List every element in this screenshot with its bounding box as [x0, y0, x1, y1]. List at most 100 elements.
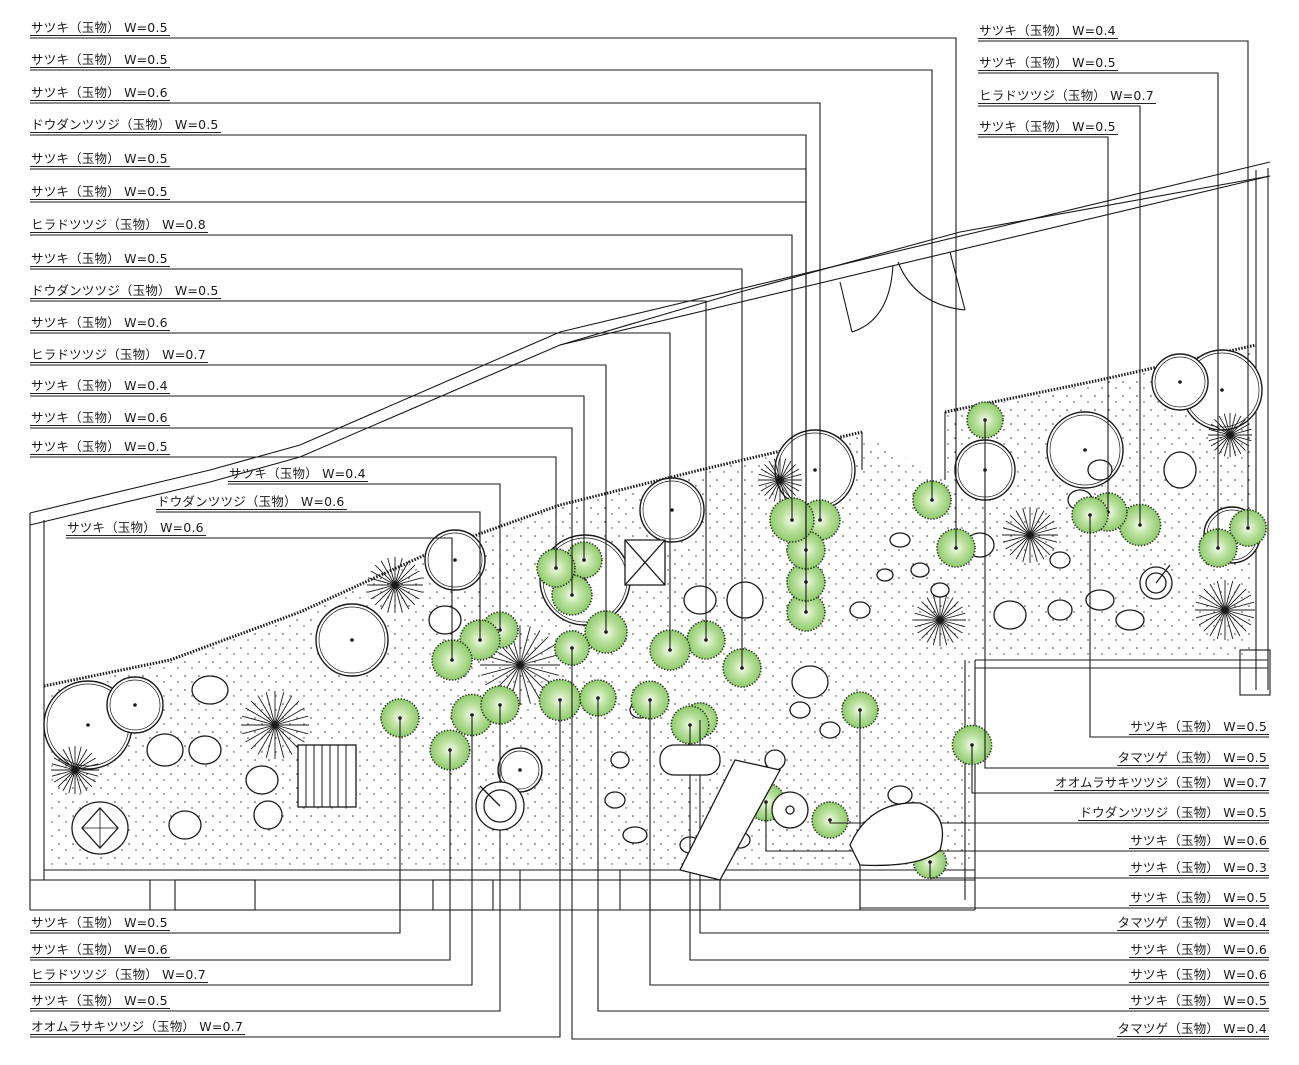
leader-line	[228, 483, 501, 630]
stone-symbol	[876, 568, 894, 582]
leader-line	[30, 234, 793, 520]
leader-line	[978, 40, 1249, 528]
plant-label: サツキ（玉物） W=0.5	[30, 52, 170, 68]
conifer-symbol	[758, 458, 802, 502]
millstone	[771, 791, 809, 829]
plant-label: ヒラドツツジ（玉物） W=0.7	[30, 347, 208, 363]
conifer-symbol	[241, 691, 309, 759]
leader-line	[30, 715, 473, 986]
conifer-symbol	[51, 746, 99, 794]
plant-label: サツキ（玉物） W=0.5	[1129, 890, 1269, 906]
plant-label: サツキ（玉物） W=0.5	[30, 993, 170, 1009]
plant-label: サツキ（玉物） W=0.6	[30, 85, 170, 101]
leader-line	[30, 750, 451, 961]
garden-features	[71, 539, 1173, 881]
leader-line	[30, 69, 933, 500]
tree-symbol	[1151, 353, 1209, 411]
tree-symbol	[106, 676, 164, 734]
tree-symbol	[497, 747, 543, 793]
fence-line-upper	[559, 175, 1271, 346]
leader-line	[156, 511, 481, 640]
gate-swing-right	[897, 261, 966, 311]
stone-symbol	[1115, 609, 1145, 631]
tsukubai-box	[624, 539, 666, 586]
leader-line	[571, 648, 1269, 1040]
leader-line	[971, 745, 1269, 794]
plant-label: サツキ（玉物） W=0.6	[30, 315, 170, 331]
stone-symbol	[683, 585, 717, 615]
conifer-symbol	[1208, 413, 1252, 457]
plant-label: ドウダンツツジ（玉物） W=0.6	[156, 494, 347, 510]
plant-label: ヒラドツツジ（玉物） W=0.7	[30, 967, 208, 983]
stone-symbol	[428, 605, 462, 635]
tree-symbol	[424, 529, 486, 591]
plant-label: ドウダンツツジ（玉物） W=0.5	[30, 117, 221, 133]
plant-label: サツキ（玉物） W=0.5	[30, 915, 170, 931]
plant-label: ヒラドツツジ（玉物） W=0.8	[30, 217, 208, 233]
plant-label: サツキ（玉物） W=0.5	[30, 151, 170, 167]
plant-label: サツキ（玉物） W=0.5	[30, 439, 170, 455]
plant-label: サツキ（玉物） W=0.6	[1129, 833, 1269, 849]
plant-label: サツキ（玉物） W=0.5	[1129, 993, 1269, 1009]
leader-line	[1089, 515, 1269, 738]
tree-symbol	[774, 429, 856, 511]
plant-label: ドウダンツツジ（玉物） W=0.5	[1078, 805, 1269, 821]
plant-label: サツキ（玉物） W=0.5	[978, 55, 1118, 71]
water-basin	[475, 781, 525, 831]
leader-line	[30, 456, 557, 568]
plant-label: タマツゲ（玉物） W=0.4	[1116, 915, 1269, 931]
conifer-symbol	[367, 557, 423, 613]
plant-label: サツキ（玉物） W=0.6	[30, 942, 170, 958]
leader-line	[30, 718, 401, 934]
leader-line	[30, 201, 807, 550]
conifer-symbol	[1002, 507, 1058, 563]
tree-symbol	[639, 477, 705, 543]
plant-label: サツキ（玉物） W=0.3	[1129, 860, 1269, 876]
leader-line	[689, 725, 1269, 961]
leader-lines-layer	[30, 37, 1269, 1040]
conifer-symbol	[1195, 580, 1255, 640]
plant-label: サツキ（玉物） W=0.6	[30, 410, 170, 426]
stone-symbol	[791, 665, 829, 699]
plant-label: サツキ（玉物） W=0.6	[66, 520, 206, 536]
stone-symbol	[604, 791, 626, 809]
leader-line	[984, 420, 1269, 769]
water-basin-right	[1139, 564, 1173, 600]
leader-line	[859, 710, 1269, 909]
leader-line	[649, 700, 1269, 986]
plant-label: サツキ（玉物） W=0.4	[30, 378, 170, 394]
leader-line	[30, 300, 707, 640]
leader-line	[699, 720, 1269, 934]
leader-line	[978, 72, 1219, 548]
bamboo-fence	[297, 744, 357, 808]
outer-wall-line	[29, 161, 1271, 514]
stone-symbol	[168, 810, 202, 840]
large-rock	[849, 802, 944, 867]
gate-leaf-left	[839, 281, 853, 333]
plant-label: タマツゲ（玉物） W=0.4	[1116, 1021, 1269, 1037]
leader-line	[829, 820, 1269, 824]
stone-symbol	[1049, 551, 1071, 569]
stone-symbol	[993, 600, 1027, 630]
gate-leaf-right	[949, 251, 966, 311]
bamboo-fence-slats	[305, 745, 347, 807]
stone-symbol	[887, 785, 913, 805]
tree-symbol	[1046, 411, 1124, 489]
stone-symbol	[849, 601, 871, 619]
plant-label: サツキ（玉物） W=0.5	[1129, 719, 1269, 735]
leader-line	[30, 364, 607, 632]
leader-line	[66, 537, 453, 660]
plant-label: オオムラサキツツジ（玉物） W=0.7	[30, 1019, 245, 1035]
leader-line	[929, 862, 1269, 879]
plant-label: サツキ（玉物） W=0.4	[228, 466, 368, 482]
leader-line	[30, 37, 957, 548]
stone-lantern	[71, 801, 129, 855]
plant-label: ヒラドツツジ（玉物） W=0.7	[978, 88, 1156, 104]
plant-label: サツキ（玉物） W=0.5	[30, 251, 170, 267]
stone-symbol	[1047, 599, 1073, 621]
stone-symbol	[622, 826, 648, 844]
stone-symbol	[253, 800, 283, 830]
stone-symbol	[889, 532, 911, 548]
plant-label: サツキ（玉物） W=0.5	[30, 20, 170, 36]
